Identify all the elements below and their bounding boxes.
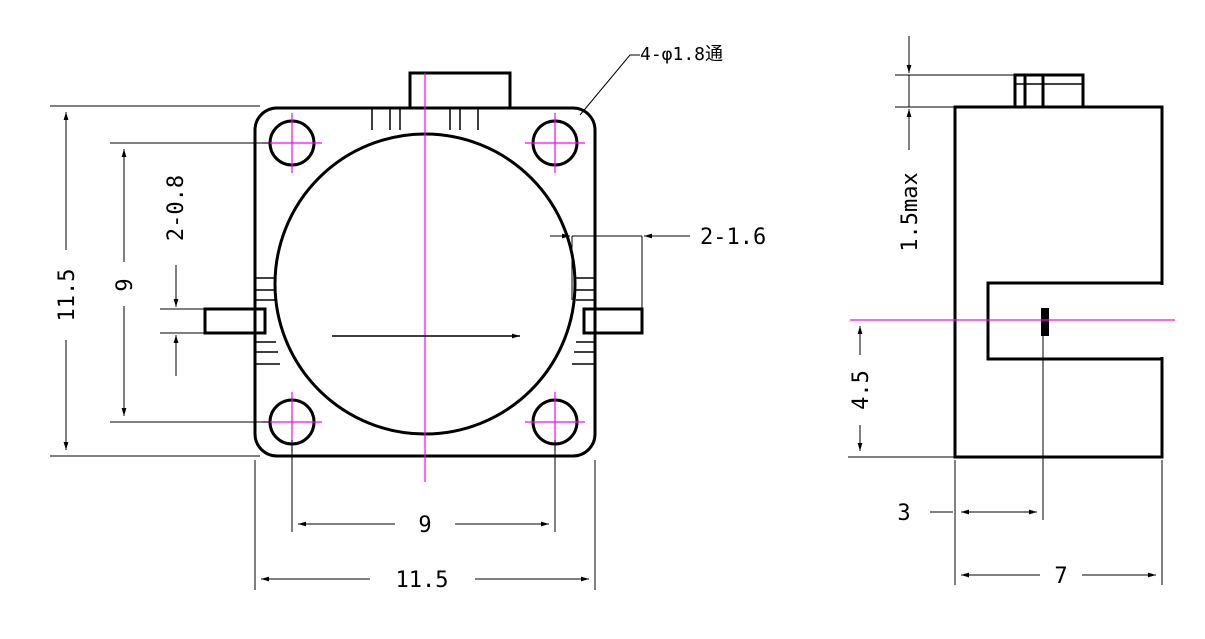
dim-height-overall-label: 11.5	[55, 269, 80, 322]
hole-note-label: 4-φ1.8通	[640, 44, 723, 65]
dim-pin-thickness	[160, 265, 205, 376]
dim-width-holes-label: 9	[418, 513, 431, 538]
dim-pin-width	[550, 233, 690, 309]
dim-height-overall	[50, 105, 260, 457]
right-pin	[582, 307, 644, 335]
dim-depth	[961, 460, 1163, 585]
side-slot	[1041, 308, 1049, 336]
dim-pin-height	[848, 326, 955, 458]
side-grooves	[255, 277, 595, 365]
dim-tab-height-label: 1.5max	[898, 172, 923, 251]
side-view: 1.5max 4.5 3 7	[848, 36, 1175, 589]
dim-width-overall	[254, 460, 596, 590]
left-pin	[203, 307, 267, 335]
dim-height-holes	[110, 142, 270, 423]
tab-connection	[371, 108, 479, 130]
dim-tab-height	[895, 36, 1015, 150]
dim-height-holes-label: 9	[113, 278, 138, 291]
dim-depth-label: 7	[1054, 564, 1067, 589]
dim-pin-width-label: 2-1.6	[700, 225, 766, 250]
hole-note-leader	[579, 54, 640, 116]
dim-pin-offset-label: 3	[897, 501, 910, 526]
side-pin	[986, 281, 1164, 361]
dim-pin-offset	[930, 336, 1044, 585]
dim-pin-height-label: 4.5	[849, 370, 874, 410]
dim-pin-thickness-label: 2-0.8	[164, 175, 189, 241]
dim-width-overall-label: 11.5	[396, 568, 449, 593]
front-view: 4-φ1.8通 11.5 9 2-0.8	[50, 44, 766, 593]
hole-centerlines	[262, 113, 585, 452]
dim-width-holes	[291, 440, 556, 532]
